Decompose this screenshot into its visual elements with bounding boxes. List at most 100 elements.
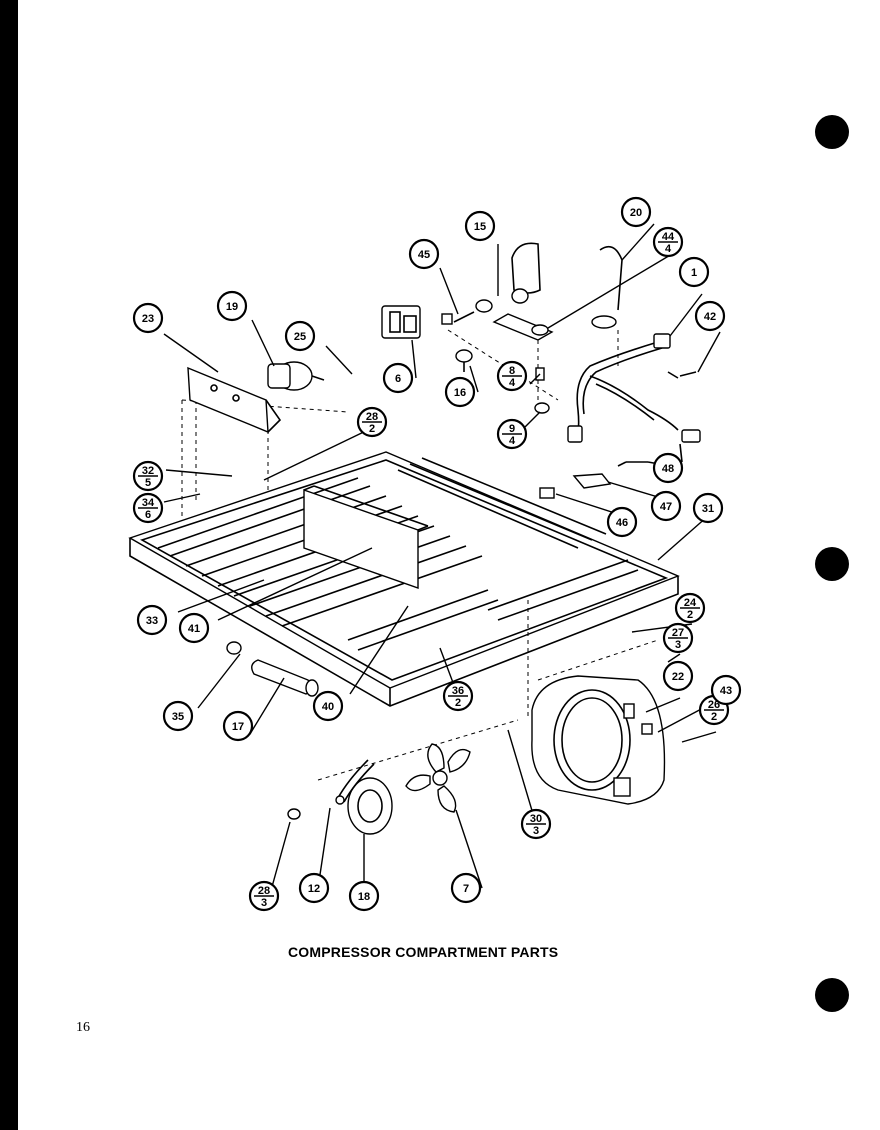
callout-circle (178, 612, 210, 644)
callout-circle (136, 604, 168, 636)
callout-number: 18 (358, 891, 370, 903)
callout-number: 19 (226, 301, 238, 313)
callout-27: 273 (662, 622, 694, 654)
callout-number: 40 (322, 701, 334, 713)
callout-number: 46 (616, 517, 628, 529)
callout-quantity: 2 (455, 697, 461, 709)
bracket-23 (187, 366, 282, 434)
callout-circle (710, 674, 742, 706)
callout-circle (312, 690, 344, 722)
callout-circle (678, 256, 710, 288)
callout-42: 42 (694, 300, 726, 332)
callout-41: 41 (178, 612, 210, 644)
callout-number: 42 (704, 311, 716, 323)
callout-number: 33 (146, 615, 158, 627)
binder-hole-top (815, 115, 849, 149)
callout-18: 18 (348, 880, 380, 912)
callout-number: 23 (142, 313, 154, 325)
callout-circle (222, 710, 254, 742)
callout-31: 31 (692, 492, 724, 524)
callout-19: 19 (216, 290, 248, 322)
callout-number: 27 (672, 627, 684, 639)
callout-number: 36 (452, 685, 464, 697)
callout-number: 24 (684, 597, 697, 609)
motor-19 (267, 361, 325, 391)
callout-circle (284, 320, 316, 352)
callout-number: 44 (662, 231, 675, 243)
callout-34: 346 (132, 492, 164, 524)
callout-1: 1 (678, 256, 710, 288)
callout-quantity: 4 (509, 435, 516, 447)
callout-circle (216, 290, 248, 322)
callout-quantity: 2 (369, 423, 375, 435)
callout-number: 15 (474, 221, 486, 233)
callout-28b: 283 (248, 880, 280, 912)
callout-number: 41 (188, 623, 200, 635)
compressor-20 (475, 242, 623, 341)
callout-45: 45 (408, 238, 440, 270)
exploded-parts-diagram: 1678494121516171819202223242252622732822… (128, 196, 742, 912)
callout-number: 25 (294, 331, 306, 343)
callout-quantity: 6 (145, 509, 151, 521)
callout-9: 94 (496, 418, 528, 450)
callout-44: 444 (652, 226, 684, 258)
callout-number: 8 (509, 365, 515, 377)
callout-circle (444, 376, 476, 408)
callout-number: 43 (720, 685, 732, 697)
callout-43: 43 (710, 674, 742, 706)
callout-circle (298, 872, 330, 904)
callout-circle (662, 660, 694, 692)
callout-number: 17 (232, 721, 244, 733)
callout-circle (382, 362, 414, 394)
callout-circle (650, 490, 682, 522)
callout-48: 48 (652, 452, 684, 484)
callout-7: 7 (450, 872, 482, 904)
callout-circle (162, 700, 194, 732)
callout-16: 16 (444, 376, 476, 408)
callout-circle (408, 238, 440, 270)
fan-shroud (531, 675, 666, 805)
callout-47: 47 (650, 490, 682, 522)
callout-20: 20 (620, 196, 652, 228)
page-number: 16 (76, 1020, 90, 1035)
callout-number: 45 (418, 249, 430, 261)
callout-number: 1 (691, 267, 697, 279)
callout-quantity: 4 (509, 377, 516, 389)
callout-quantity: 4 (665, 243, 672, 255)
callout-36: 362 (442, 680, 474, 712)
callout-number: 6 (395, 373, 401, 385)
callout-35: 35 (162, 700, 194, 732)
callout-circle (606, 506, 638, 538)
callout-17: 17 (222, 710, 254, 742)
callout-22: 22 (662, 660, 694, 692)
callout-quantity: 2 (687, 609, 693, 621)
switch-parts (539, 461, 648, 499)
callout-6: 6 (382, 362, 414, 394)
callout-number: 28 (366, 411, 378, 423)
callout-number: 16 (454, 387, 466, 399)
callout-40: 40 (312, 690, 344, 722)
binder-hole-bottom (815, 978, 849, 1012)
fan-blade-7 (405, 743, 471, 813)
callout-number: 31 (702, 503, 714, 515)
callout-number: 32 (142, 465, 154, 477)
callout-number: 35 (172, 711, 184, 723)
callout-number: 47 (660, 501, 672, 513)
binder-hole-middle (815, 547, 849, 581)
callout-25: 25 (284, 320, 316, 352)
callout-quantity: 3 (261, 897, 267, 909)
callout-number: 9 (509, 423, 515, 435)
screw-42 (679, 371, 697, 377)
callout-circle (620, 196, 652, 228)
fan-motor-18 (287, 759, 393, 835)
drier-17 (226, 641, 319, 697)
callout-quantity: 3 (533, 825, 539, 837)
callout-number: 34 (142, 497, 155, 509)
callout-23: 23 (132, 302, 164, 334)
callout-number: 48 (662, 463, 674, 475)
callout-circle (464, 210, 496, 242)
callout-number: 22 (672, 671, 684, 683)
callout-8: 84 (496, 360, 528, 392)
callout-number: 7 (463, 883, 469, 895)
